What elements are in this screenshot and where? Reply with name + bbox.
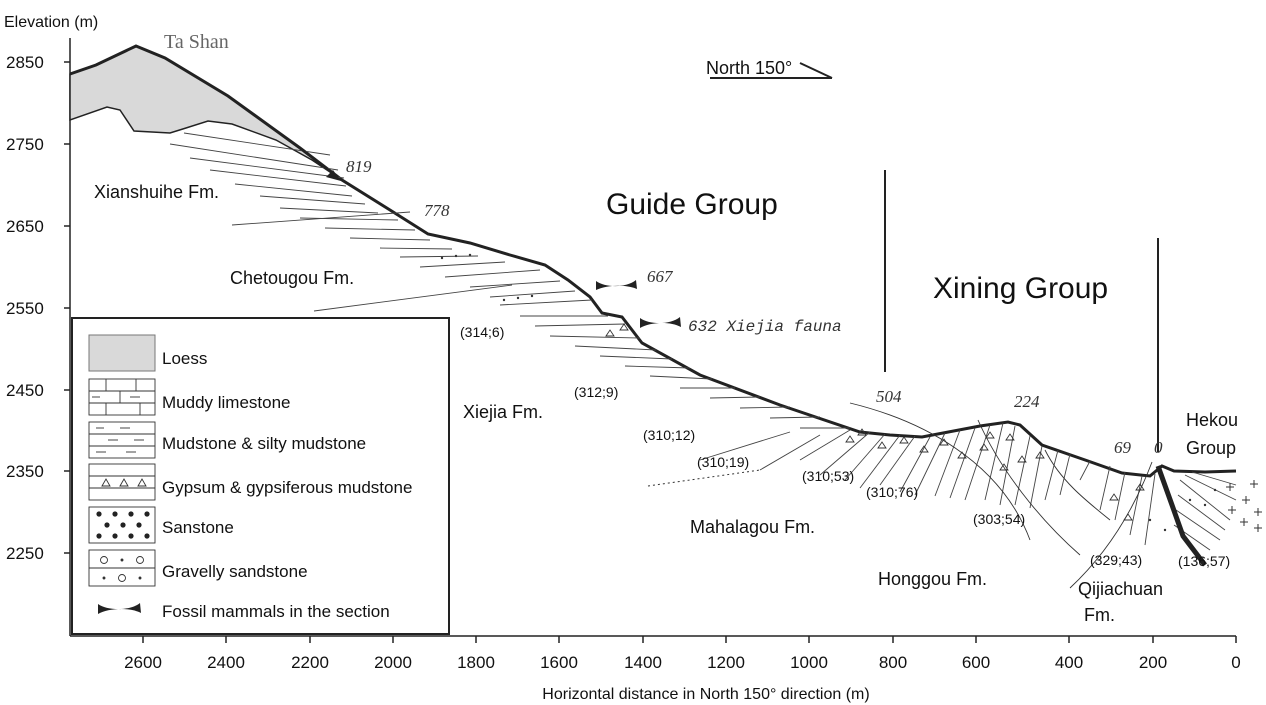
y-tick-label: 2250 — [6, 544, 44, 563]
x-axis-title: Horizontal distance in North 150° direct… — [542, 686, 869, 703]
y-axis: Elevation (m) 2850 2750 2650 2550 2450 2… — [4, 14, 98, 636]
formation-label: Qijiachuan — [1078, 579, 1163, 599]
hekou-group-label: Hekou — [1186, 410, 1238, 430]
hekou-group-label: Group — [1186, 438, 1236, 458]
sand-dots — [440, 253, 1217, 532]
attitude-label: (310;19) — [697, 454, 749, 470]
bedding-lines — [169, 132, 1237, 589]
x-axis: 2600 2400 2200 2000 1800 1600 1400 1200 … — [70, 635, 1241, 703]
sample-arrow — [299, 147, 341, 181]
x-tick-label: 0 — [1231, 653, 1240, 672]
dotted-contact — [647, 469, 761, 487]
x-tick-label: 400 — [1055, 653, 1083, 672]
attitude-label: (329;43) — [1090, 552, 1142, 568]
x-tick-label: 2400 — [207, 653, 245, 672]
attitude-label: (136;57) — [1178, 553, 1230, 569]
sample-point-label: 819 — [346, 157, 372, 176]
attitude-label: (303;54) — [973, 511, 1025, 527]
sample-point-label: 778 — [424, 201, 450, 220]
north-label: North 150° — [706, 58, 792, 78]
x-tick-label: 1600 — [540, 653, 578, 672]
x-tick-label: 1400 — [624, 653, 662, 672]
x-tick-label: 2200 — [291, 653, 329, 672]
y-axis-title: Elevation (m) — [4, 14, 98, 31]
sample-point-label: 632 Xiejia fauna — [688, 318, 842, 336]
y-tick-label: 2850 — [6, 53, 44, 72]
y-tick-label: 2450 — [6, 381, 44, 400]
legend-swatch-loess — [88, 334, 156, 372]
y-tick-label: 2550 — [6, 299, 44, 318]
attitude-label: (310;53) — [802, 468, 854, 484]
legend-label: Gravelly sandstone — [162, 562, 308, 581]
x-tick-label: 600 — [962, 653, 990, 672]
hekou-crosses — [1226, 480, 1262, 532]
legend-swatch-mudstone — [88, 421, 156, 459]
x-tick-label: 2000 — [374, 653, 412, 672]
attitude-label: (310;12) — [643, 427, 695, 443]
fossil-mammal-icon — [640, 317, 681, 328]
xining-group-label: Xining Group — [933, 272, 1108, 305]
formation-label: Mahalagou Fm. — [690, 517, 815, 537]
formation-label: Xianshuihe Fm. — [94, 182, 219, 202]
y-tick-label: 2650 — [6, 217, 44, 236]
legend-swatch-muddy-limestone — [88, 378, 156, 416]
guide-group-label: Guide Group — [606, 188, 778, 221]
legend: Loess Muddy limestone Mudstone & silt — [71, 317, 450, 635]
legend-label: Fossil mammals in the section — [162, 602, 390, 621]
formation-label: Chetougou Fm. — [230, 268, 354, 288]
fossil-mammal-icon — [98, 603, 141, 614]
gypsum-symbols — [605, 323, 1145, 521]
formation-label: Fm. — [1084, 605, 1115, 625]
legend-label: Loess — [162, 349, 207, 368]
attitude-label: (314;6) — [460, 324, 504, 340]
x-tick-label: 1000 — [790, 653, 828, 672]
x-tick-label: 1800 — [457, 653, 495, 672]
sample-point-label: 0 — [1154, 438, 1163, 457]
x-tick-label: 800 — [879, 653, 907, 672]
peak-label: Ta Shan — [164, 31, 229, 53]
sample-point-label: 667 — [647, 267, 674, 286]
formation-label: Honggou Fm. — [878, 569, 987, 589]
y-tick-label: 2350 — [6, 462, 44, 481]
formation-label: Xiejia Fm. — [463, 402, 543, 422]
legend-label: Mudstone & silty mudstone — [162, 434, 366, 453]
legend-label: Sanstone — [162, 518, 234, 537]
fossil-mammal-icon — [596, 280, 637, 290]
x-tick-label: 1200 — [707, 653, 745, 672]
y-tick-label: 2750 — [6, 135, 44, 154]
x-tick-label: 200 — [1139, 653, 1167, 672]
legend-label: Muddy limestone — [162, 393, 291, 412]
north-indicator: North 150° — [706, 58, 833, 79]
attitude-label: (312;9) — [574, 384, 618, 400]
sample-point-label: 69 — [1114, 438, 1132, 457]
sample-point-label: 504 — [876, 387, 902, 406]
legend-swatch-sandstone — [88, 506, 156, 544]
attitude-label: (310;76) — [866, 484, 918, 500]
x-tick-label: 2600 — [124, 653, 162, 672]
legend-swatch-gravelly-sandstone — [88, 549, 156, 587]
sample-point-label: 224 — [1014, 392, 1040, 411]
fault-line — [1155, 465, 1207, 567]
legend-label: Gypsum & gypsiferous mudstone — [162, 478, 412, 497]
legend-swatch-gypsum — [88, 463, 156, 501]
